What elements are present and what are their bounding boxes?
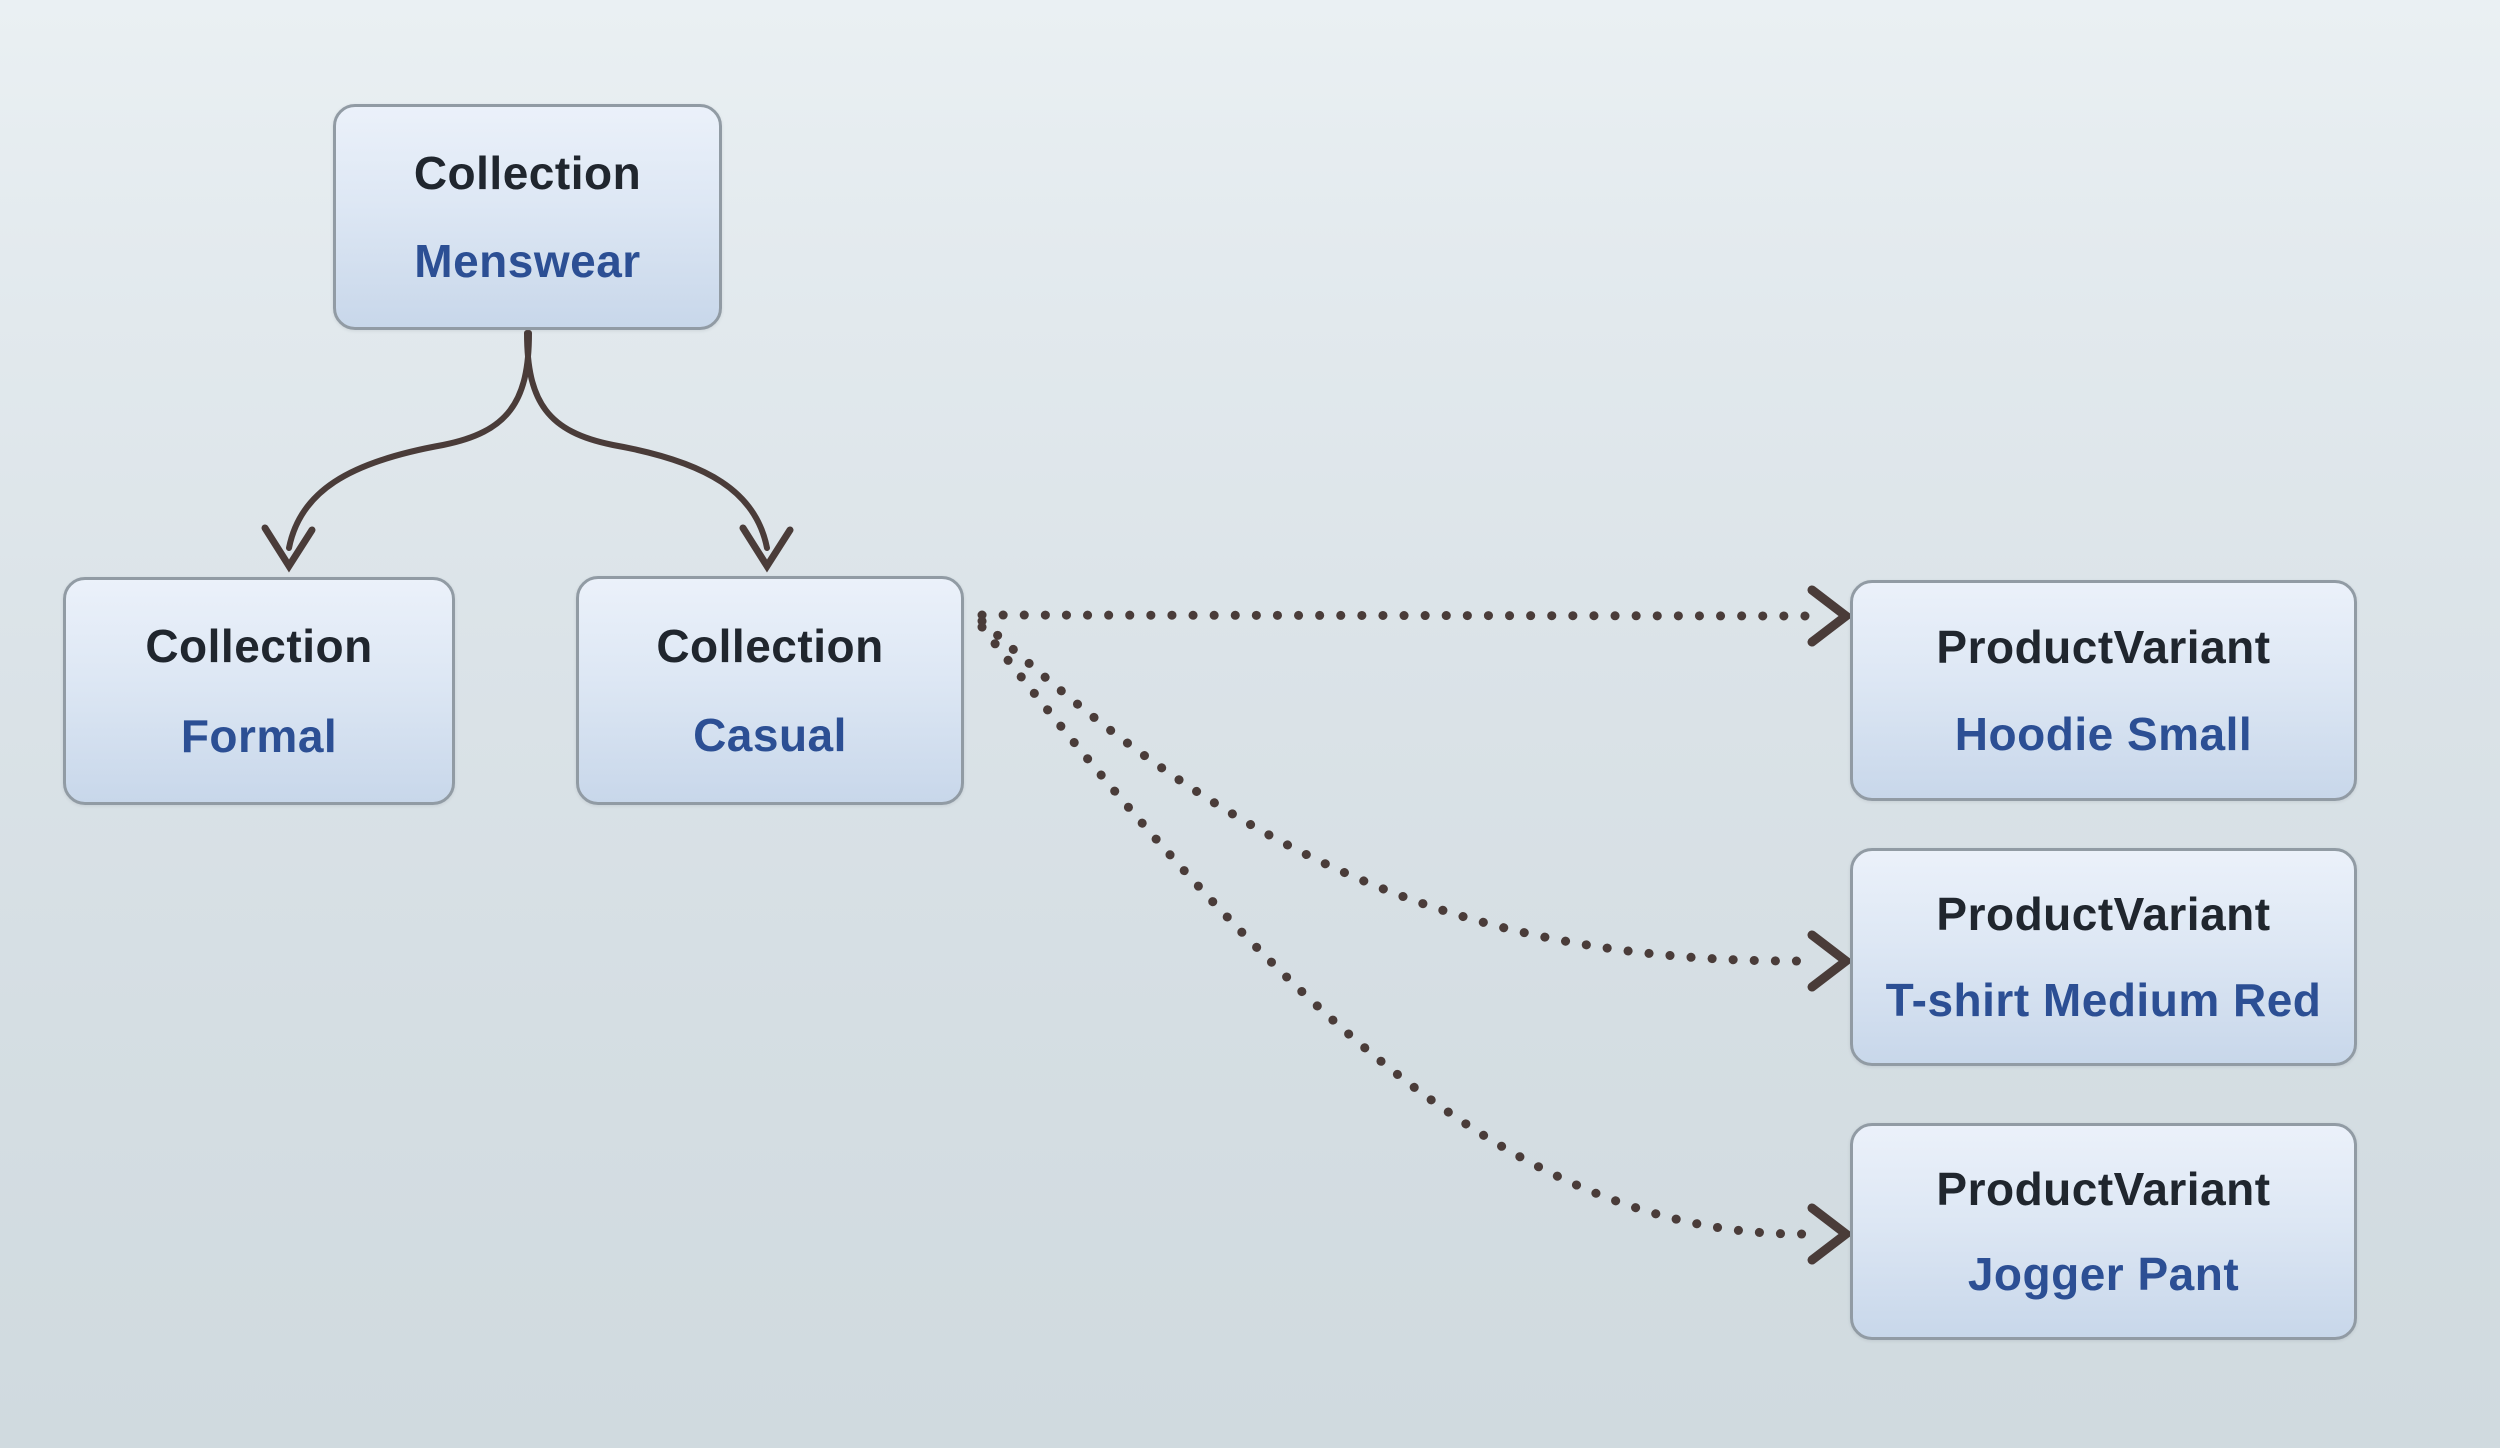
- node-name-label: T-shirt Medium Red: [1885, 974, 2322, 1026]
- edge-menswear-formal-arrowhead-icon: [261, 524, 316, 573]
- edge-casual-hoodie-arrowhead-icon: [1807, 585, 1854, 647]
- node-name-label: Menswear: [414, 235, 641, 288]
- node-name-label: Jogger Pant: [1967, 1248, 2240, 1301]
- node-type-label: Collection: [656, 619, 884, 672]
- node-type-label: Collection: [145, 620, 373, 673]
- node-type-label: Collection: [413, 146, 642, 199]
- node-productvariant-tshirt-medium-red: ProductVariant T-shirt Medium Red: [1850, 848, 2357, 1066]
- edge-casual-tshirt: [977, 616, 1811, 966]
- node-collection-casual: Collection Casual: [576, 576, 964, 805]
- node-type-label: ProductVariant: [1936, 1162, 2271, 1215]
- node-productvariant-hoodie-small: ProductVariant Hoodie Small: [1850, 580, 2357, 801]
- node-collection-menswear: Collection Menswear: [333, 104, 722, 330]
- edge-menswear-casual: [524, 330, 770, 551]
- edge-casual-tshirt-arrowhead-icon: [1807, 930, 1854, 992]
- node-name-label: Formal: [180, 709, 338, 762]
- node-type-label: ProductVariant: [1936, 621, 2271, 673]
- edge-casual-jogger: [977, 622, 1811, 1239]
- node-type-label: ProductVariant: [1936, 888, 2271, 940]
- edge-casual-hoodie: [977, 610, 1813, 621]
- node-collection-formal: Collection Formal: [63, 577, 455, 805]
- edge-menswear-casual-arrowhead-icon: [739, 524, 794, 573]
- edge-casual-jogger-arrowhead-icon: [1807, 1203, 1854, 1265]
- node-name-label: Hoodie Small: [1954, 708, 2253, 760]
- edge-menswear-formal: [286, 330, 532, 551]
- node-name-label: Casual: [693, 709, 847, 762]
- node-productvariant-jogger-pant: ProductVariant Jogger Pant: [1850, 1123, 2357, 1340]
